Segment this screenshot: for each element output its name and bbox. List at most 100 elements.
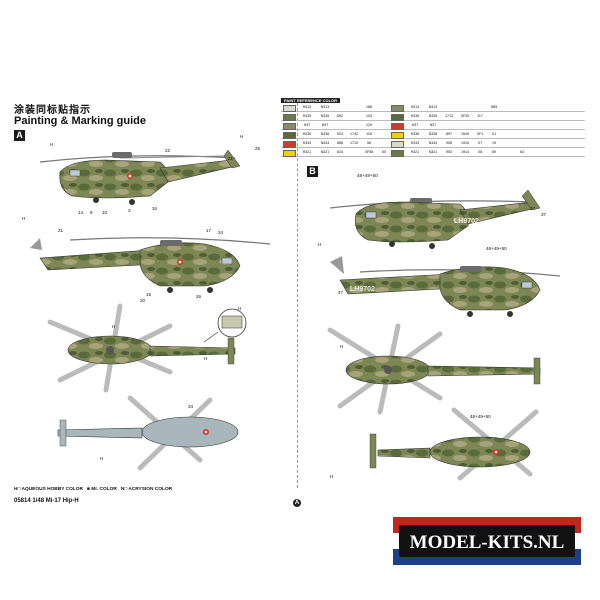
kit-scale: 1/48 xyxy=(32,498,45,504)
color-swatch xyxy=(391,114,404,121)
paint-reference-cell: 116 xyxy=(366,132,372,136)
page-mark: A xyxy=(293,499,301,507)
callout-number-a-5: 9 xyxy=(90,210,93,215)
model-kits-logo[interactable]: MODEL-KITS.NL xyxy=(393,517,581,565)
callout-number-a-7: 3 xyxy=(128,208,131,213)
callout-h-7: H xyxy=(100,456,103,461)
paint-reference-cell: H343 xyxy=(302,141,312,145)
color-swatch xyxy=(391,141,404,148)
callout-h-1: H xyxy=(50,142,53,147)
kit-code: 05814 xyxy=(14,498,31,504)
paint-reference-cell: 1713 xyxy=(445,114,453,118)
paint-reference-cell: N336 xyxy=(428,132,438,136)
callout-number-a-14: 26 xyxy=(196,294,202,299)
color-swatch xyxy=(283,123,296,130)
callout-number-a-15: 34 xyxy=(188,404,194,409)
paint-reference-cell: H335 xyxy=(410,114,420,118)
callout-h-8: H xyxy=(318,242,321,247)
callout-h-6: H xyxy=(204,356,207,361)
color-swatch xyxy=(283,114,296,121)
paint-reference-cell: 69 xyxy=(492,150,496,154)
paint-reference-cell: N313 xyxy=(428,105,438,109)
paint-reference-cell: X1 xyxy=(491,132,497,136)
paint-reference-cell: H343 xyxy=(410,141,420,145)
page-title: Painting & Marking guide xyxy=(14,115,147,127)
legend-mr-color: ■ Mr. COLOR xyxy=(87,487,117,492)
paint-reference-cell: 103 xyxy=(366,114,372,118)
callout-number-b-4: 47 xyxy=(338,290,344,295)
paint-reference-cell: H321 xyxy=(302,150,312,154)
paint-reference-cell: 908 xyxy=(446,141,452,145)
kit-name: Mi-17 Hip-H xyxy=(45,498,79,504)
callout-h-9: H xyxy=(340,344,343,349)
callout-number-b-6: 48+49+50 xyxy=(470,414,491,419)
color-swatch xyxy=(391,123,404,130)
paint-reference-cell: N335 xyxy=(320,114,330,118)
color-swatch xyxy=(391,150,404,157)
paint-reference-title: PAINT REFERENCE COLOR xyxy=(281,98,341,103)
color-swatch xyxy=(283,141,296,148)
paint-reference-cell: 897 xyxy=(446,132,452,136)
b-side-view-left xyxy=(329,189,541,249)
paint-reference-cell: 186 xyxy=(366,105,372,109)
paint-reference-cell: 1914 xyxy=(461,150,469,154)
color-swatch xyxy=(283,105,296,112)
paint-reference-cell: 64 xyxy=(520,150,524,154)
callout-h-10: H xyxy=(330,474,333,479)
callout-number-a-6: 10 xyxy=(102,210,108,215)
paint-reference-cell: 1910 xyxy=(461,141,469,145)
callout-h-2: H xyxy=(240,134,243,139)
callout-number-a-10: 17 xyxy=(206,228,212,233)
paint-reference-cell: 892 xyxy=(337,114,343,118)
a-top-view xyxy=(47,303,236,393)
paint-reference-cell: 1549 xyxy=(461,132,469,136)
color-swatch xyxy=(391,132,404,139)
paint-reference-cell: 117 xyxy=(477,114,483,118)
paint-reference-cell: N321 xyxy=(320,150,330,154)
section-b-badge: B xyxy=(307,166,318,177)
logo-text: MODEL-KITS.NL xyxy=(410,532,565,553)
legend-acrysion: N□ ACRYSION COLOR xyxy=(120,487,173,492)
legend-aqueous: H□ AQUEOUS HOBBY COLOR xyxy=(14,487,83,492)
serial-number-b2: LH9702 xyxy=(350,286,375,293)
paint-reference-cell: H335 xyxy=(302,114,312,118)
paint-reference-cell: H336 xyxy=(302,132,312,136)
paint-reference-cell: H37 xyxy=(303,123,311,127)
kit-footer: 05814 1/48 Mi-17 Hip-H xyxy=(14,498,79,504)
paint-reference-cell: H313 xyxy=(302,105,312,109)
callout-number-a-11: 24 xyxy=(218,230,224,235)
callout-h-4: H xyxy=(238,306,241,311)
paint-reference-cell: H321 xyxy=(410,150,420,154)
b-top-view xyxy=(327,323,541,415)
paint-reference-cell: XF58 xyxy=(364,150,374,154)
callout-number-a-13: 20 xyxy=(140,298,146,303)
b-bottom-view xyxy=(369,407,539,481)
b-side-view-right xyxy=(330,256,561,317)
color-legend: H□ AQUEOUS HOBBY COLOR ■ Mr. COLOR N□ AC… xyxy=(14,487,172,492)
paint-reference-cell: N313 xyxy=(320,105,330,109)
paint-reference-cell: 1742 xyxy=(350,132,358,136)
paint-reference-cell: 924 xyxy=(337,132,343,136)
section-a-badge: A xyxy=(14,130,25,141)
callout-h-5: H xyxy=(112,324,115,329)
callout-number-a-4: 14 xyxy=(78,210,84,215)
paint-reference-cell: 1719 xyxy=(350,141,358,145)
paint-reference-cell: N37 xyxy=(429,123,437,127)
callout-number-b-3: 37 xyxy=(541,212,547,217)
paint-reference-cell: N343 xyxy=(320,141,330,145)
callout-number-a-1: 22 xyxy=(165,148,171,153)
callout-number-a-2: 25 xyxy=(255,146,261,151)
paint-reference-cell: N335 xyxy=(428,114,438,118)
color-swatch xyxy=(283,150,296,157)
paint-reference-cell: 953 xyxy=(446,150,452,154)
paint-reference-cell: 19 xyxy=(492,141,496,145)
paint-reference-cell: 56 xyxy=(367,141,371,145)
page-title-chinese: 涂装同标贴指示 xyxy=(14,105,91,116)
